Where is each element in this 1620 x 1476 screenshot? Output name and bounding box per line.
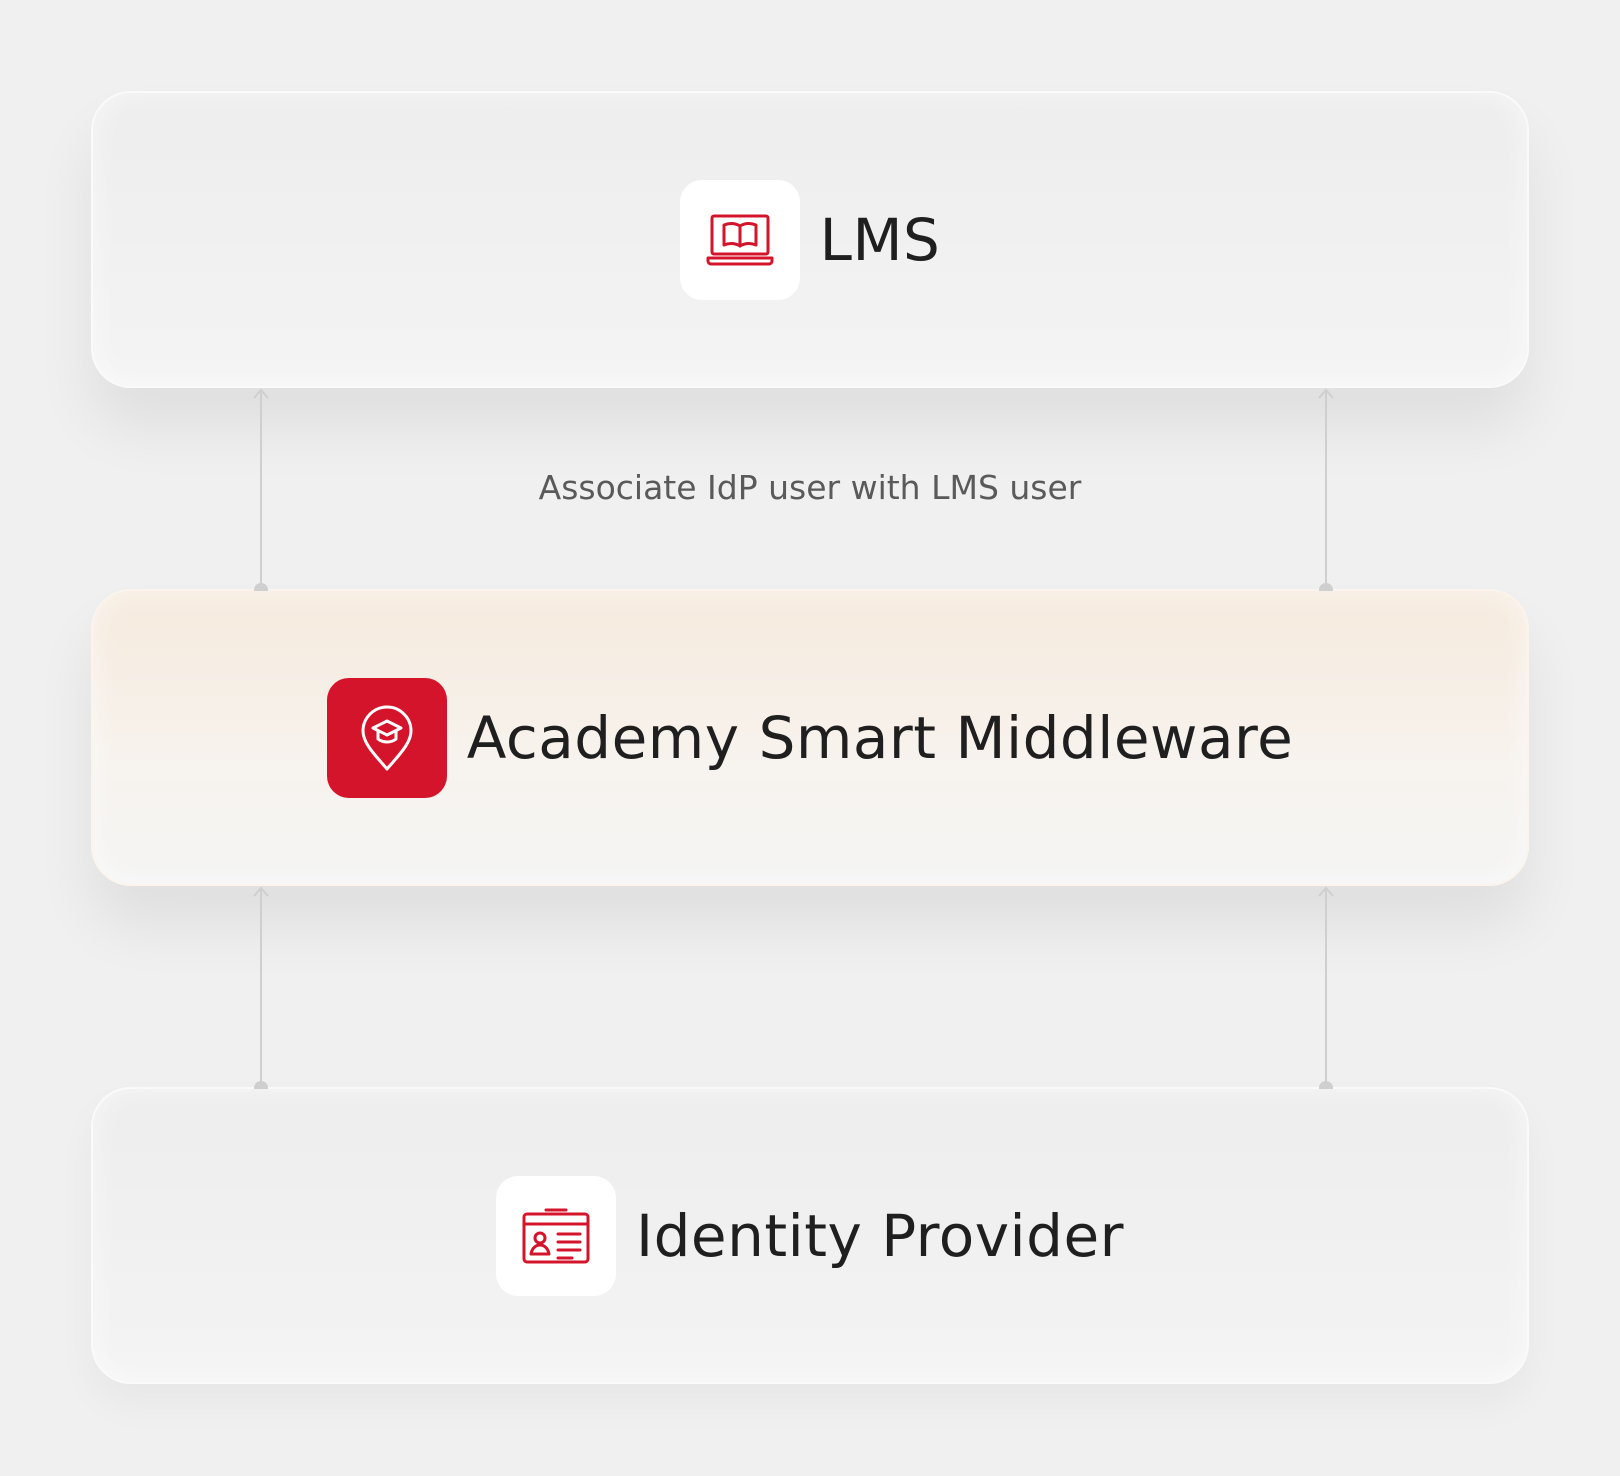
edge-label-associate: Associate IdP user with LMS user [538, 468, 1082, 507]
connector-right-lower [1318, 886, 1334, 1089]
connector-anchor [254, 1081, 268, 1089]
lms-icon-tile [679, 179, 800, 300]
connector-anchor [1319, 583, 1333, 591]
connector-anchor [1319, 1081, 1333, 1089]
middleware-icon-tile [326, 677, 447, 798]
lms-node: LMS [91, 91, 1529, 388]
middleware-title: Academy Smart Middleware [466, 703, 1294, 772]
idp-node: Identity Provider [91, 1087, 1529, 1384]
arrow-up-icon [253, 886, 269, 897]
laptop-book-icon [706, 214, 774, 265]
connector-right-upper [1318, 388, 1334, 591]
lms-title: LMS [819, 205, 941, 274]
middleware-node: Academy Smart Middleware [91, 589, 1529, 886]
idp-title: Identity Provider [635, 1201, 1125, 1270]
arrow-up-icon [1318, 388, 1334, 399]
connector-left-upper [253, 388, 269, 591]
arrow-up-icon [1318, 886, 1334, 897]
connector-anchor [254, 583, 268, 591]
graduation-cap-pin-icon [361, 705, 413, 770]
id-card-icon [522, 1208, 590, 1263]
connector-left-lower [253, 886, 269, 1089]
arrow-up-icon [253, 388, 269, 399]
idp-icon-tile [495, 1175, 616, 1296]
